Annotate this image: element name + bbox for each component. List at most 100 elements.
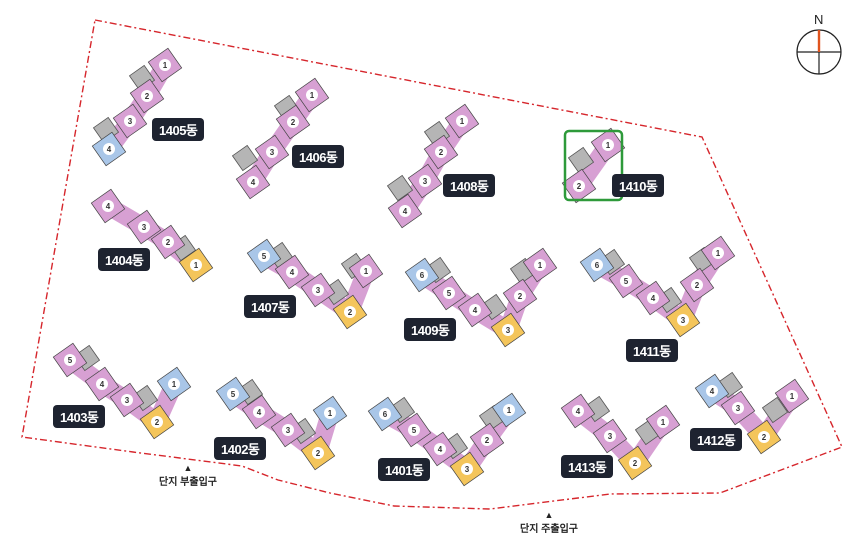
unit-number: 1 [310,91,315,100]
unit-number: 2 [485,436,490,445]
unit-number-badge [306,89,318,101]
unit-number-badge [502,324,514,336]
unit-number: 4 [403,207,408,216]
unit-number-badge [712,247,724,259]
unit-number-badge [434,443,446,455]
building-label-1406[interactable]: 1406동 [292,145,345,168]
unit-number-badge [282,424,294,436]
unit-number-badge [247,176,259,188]
north-label: N [814,12,824,27]
unit-number: 1 [163,61,168,70]
unit-number: 5 [624,277,629,286]
unit-number: 5 [231,390,236,399]
unit-number: 4 [100,380,105,389]
unit-number-badge [461,463,473,475]
building-label-1410[interactable]: 1410동 [612,174,665,197]
unit-number-badge [138,221,150,233]
unit-number-badge [159,59,171,71]
unit-number-badge [514,290,526,302]
unit-number: 2 [762,433,767,442]
building-label-1411[interactable]: 1411동 [626,339,678,362]
unit-number: 3 [316,286,321,295]
unit-number-badge [573,180,585,192]
unit-number: 1 [661,418,666,427]
unit-number: 3 [125,396,130,405]
unit-number-badge [312,284,324,296]
unit-number-badge [266,146,278,158]
entrance-arrow-icon: ▲ [544,510,554,520]
building-1410동[interactable]: 12 [561,127,626,204]
stair-core [231,144,259,172]
unit-number-badge [168,378,180,390]
unit-number: 2 [155,418,160,427]
building-label-1407[interactable]: 1407동 [244,295,297,318]
unit-number-badge [481,434,493,446]
unit-number-badge [647,292,659,304]
building-label-1404[interactable]: 1404동 [98,248,151,271]
unit-number: 1 [716,249,721,258]
unit-number-badge [786,390,798,402]
unit-number-badge [691,279,703,291]
building-label-1401[interactable]: 1401동 [378,458,431,481]
unit-number-badge [312,447,324,459]
unit-number: 4 [290,268,295,277]
unit-number: 3 [270,148,275,157]
building-label-1409[interactable]: 1409동 [404,318,457,341]
unit-number-badge [419,175,431,187]
entrance-arrow-icon: ▲ [183,463,193,473]
unit-number-badge [706,385,718,397]
unit-number-badge [227,388,239,400]
unit-number-badge [324,407,336,419]
main-entrance: ▲ 단지 주출입구 [509,510,589,535]
unit-number: 2 [577,182,582,191]
unit-number: 2 [695,281,700,290]
unit-number: 2 [145,92,150,101]
unit-number: 4 [576,407,581,416]
building-label-1413[interactable]: 1413동 [561,455,614,478]
unit-number: 2 [316,449,321,458]
building-label-1412[interactable]: 1412동 [690,428,743,451]
unit-highlight-outline [563,129,624,202]
unit-number-badge [103,143,115,155]
unit-number: 1 [606,141,611,150]
unit-number-badge [732,402,744,414]
unit-number-badge [96,378,108,390]
unit-number: 3 [423,177,428,186]
unit-number: 4 [710,387,715,396]
unit-number: 2 [348,308,353,317]
unit-number: 6 [595,261,600,270]
building-label-1408[interactable]: 1408동 [443,174,496,197]
unit-number-badge [602,139,614,151]
building-label-1403[interactable]: 1403동 [53,405,106,428]
unit-number-badge [121,394,133,406]
unit-number-badge [64,354,76,366]
unit-number: 4 [473,306,478,315]
unit-number: 6 [383,410,388,419]
unit-number-badge [253,406,265,418]
unit-number: 5 [412,426,417,435]
unit-number: 1 [194,261,199,270]
stair-core [386,174,414,202]
building-label-1405[interactable]: 1405동 [152,118,205,141]
unit-number-badge [629,457,641,469]
unit-number: 4 [438,445,443,454]
unit-number-badge [141,90,153,102]
unit-number: 5 [68,356,73,365]
building-label-1402[interactable]: 1402동 [214,437,267,460]
compass [796,29,842,75]
unit-number: 3 [128,117,133,126]
unit-number-badge [456,115,468,127]
